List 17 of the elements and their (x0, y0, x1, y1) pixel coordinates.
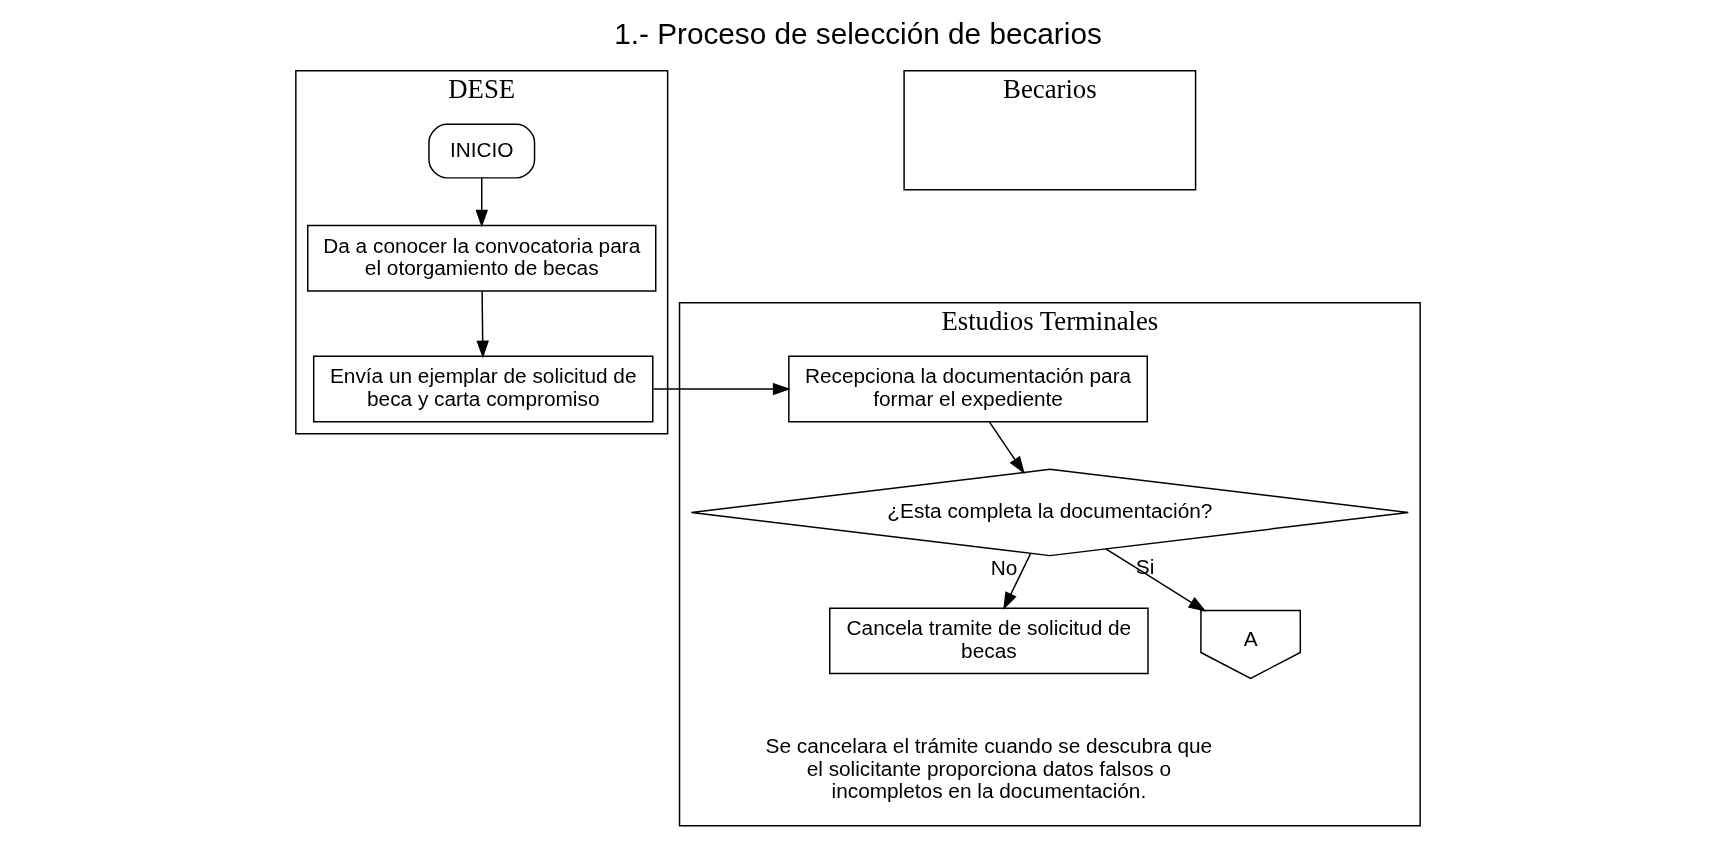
node-box: Da a conocer la convocatoria para el otorgamiento de becas (307, 224, 657, 292)
node-box: Envía un ejemplar de solicitud de beca y carta compromiso (312, 355, 654, 423)
diagram-title: 1.- Proceso de selección de becarios (614, 17, 1102, 51)
node-box: Cancela tramite de solicitud de becas (829, 607, 1149, 675)
node-diamond: ¿Esta completa la documentación? (690, 468, 1409, 557)
arrow (988, 421, 1025, 475)
arrow (1105, 548, 1207, 612)
arrow (652, 382, 791, 396)
node-box: Recepciona la documentación para formar el expediente (788, 355, 1148, 423)
arrow (476, 290, 489, 359)
edge-label: No (990, 555, 1018, 579)
arrow (1003, 552, 1032, 610)
label: Se cancelara el trámite cuando se descubra que el solicitante proporciona datos falsos o incompletos en la documentación. (765, 734, 1213, 802)
node-box: INICIO (428, 123, 536, 179)
arrow (475, 177, 488, 228)
edge-label: Si (1135, 554, 1155, 578)
node-box: Becarios (903, 70, 1197, 191)
